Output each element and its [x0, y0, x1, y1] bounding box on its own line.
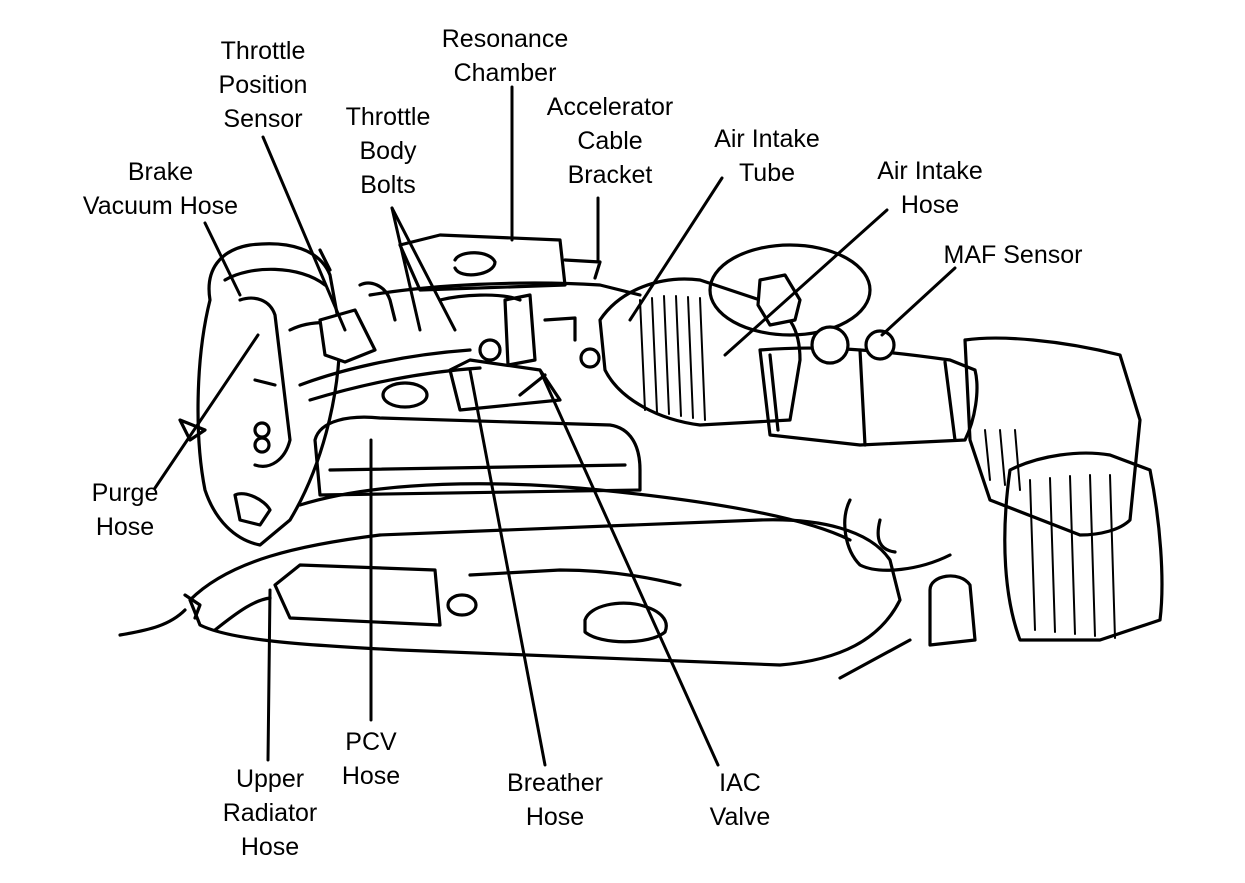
label-line: Throttle: [345, 103, 431, 131]
leader-air-intake-hose: [723, 208, 889, 357]
label-line: Purge: [91, 479, 159, 507]
label-line: Valve: [709, 803, 771, 831]
leader-upper-radiator-hose: [266, 588, 272, 762]
label-air-intake-tube: Air Intake Tube: [692, 122, 842, 190]
label-line: Air Intake: [877, 157, 983, 185]
leader-iac-valve: [538, 368, 720, 767]
leader-throttle-body-bolts-b: [390, 206, 457, 332]
leader-throttle-body-bolts-a: [390, 206, 422, 332]
label-line: Radiator: [222, 799, 318, 827]
label-accelerator-cable-bracket: Accelerator Cable Bracket: [520, 90, 700, 192]
label-line: Hose: [900, 191, 960, 219]
label-line: Brake: [127, 158, 194, 186]
label-line: Hose: [240, 833, 300, 861]
label-line: IAC: [719, 769, 761, 797]
label-line: Resonance: [441, 25, 569, 53]
label-brake-vacuum-hose: Brake Vacuum Hose: [58, 155, 263, 223]
label-line: Accelerator: [546, 93, 674, 121]
label-purge-hose: Purge Hose: [70, 476, 180, 544]
label-line: Sensor: [223, 105, 303, 133]
leader-maf-sensor: [880, 266, 957, 337]
label-line: PCV: [345, 728, 397, 756]
label-line: Chamber: [453, 59, 557, 87]
engine-drawing: [118, 233, 1164, 680]
label-upper-radiator-hose: Upper Radiator Hose: [205, 762, 335, 864]
label-maf-sensor: MAF Sensor: [918, 238, 1108, 272]
label-line: Upper: [235, 765, 305, 793]
label-pcv-hose: PCV Hose: [316, 725, 426, 793]
leader-purge-hose: [153, 333, 260, 490]
leader-throttle-position-sensor: [261, 135, 347, 332]
leader-breather-hose: [468, 368, 547, 767]
label-throttle-body-bolts: Throttle Body Bolts: [318, 100, 458, 202]
label-breather-hose: Breather Hose: [480, 766, 630, 834]
label-line: Tube: [738, 159, 796, 187]
label-resonance-chamber: Resonance Chamber: [420, 22, 590, 90]
label-line: Vacuum Hose: [82, 192, 239, 220]
leader-brake-vacuum-hose: [203, 221, 242, 297]
label-line: Hose: [95, 513, 155, 541]
label-line: Breather: [507, 769, 603, 797]
label-line: Cable: [577, 127, 643, 155]
label-line: Air Intake: [714, 125, 820, 153]
leader-air-intake-tube: [628, 176, 724, 322]
label-line: Bracket: [567, 161, 653, 189]
label-air-intake-hose: Air Intake Hose: [855, 154, 1005, 222]
label-line: Bolts: [360, 171, 416, 199]
label-line: Hose: [525, 803, 585, 831]
label-line: MAF Sensor: [943, 241, 1083, 269]
label-line: Position: [218, 71, 308, 99]
label-iac-valve: IAC Valve: [680, 766, 800, 834]
label-line: Body: [359, 137, 417, 165]
label-throttle-position-sensor: Throttle Position Sensor: [188, 34, 338, 136]
label-line: Hose: [341, 762, 401, 790]
leader-lines: [153, 85, 957, 767]
label-line: Throttle: [220, 37, 306, 65]
